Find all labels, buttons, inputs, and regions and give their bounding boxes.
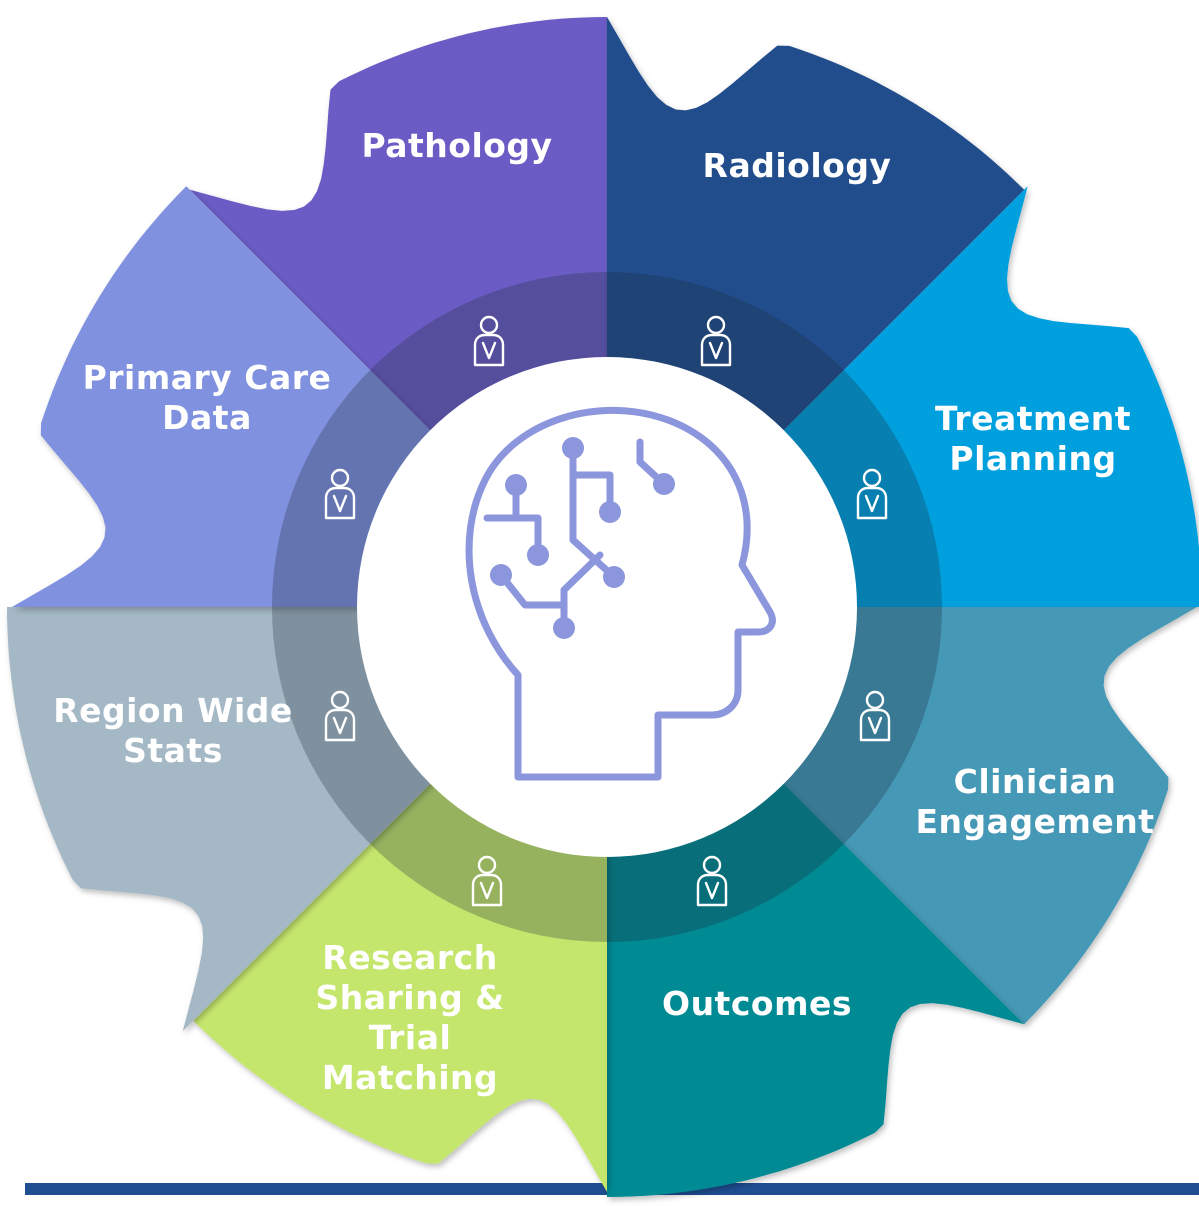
label-line: Primary Care	[83, 358, 332, 397]
person-icon	[696, 855, 728, 907]
label-line: Stats	[123, 731, 223, 770]
center-circle	[357, 357, 857, 857]
person-icon	[324, 468, 356, 520]
label-line: Data	[162, 398, 252, 437]
label-line: Sharing &	[316, 978, 505, 1017]
label-line: Treatment	[935, 399, 1131, 438]
person-icon	[856, 468, 888, 520]
label-line: Research	[322, 938, 497, 977]
person-icon	[324, 690, 356, 742]
label-line: Clinician	[954, 762, 1117, 801]
label-pathology: Pathology	[361, 126, 552, 165]
label-radiology: Radiology	[703, 146, 892, 185]
label-line: Pathology	[361, 126, 552, 165]
label-line: Trial	[369, 1018, 452, 1057]
ring-icons	[324, 315, 891, 907]
person-icon	[700, 315, 732, 367]
label-line: Radiology	[703, 146, 892, 185]
label-outcomes: Outcomes	[662, 984, 852, 1023]
label-line: Region Wide	[53, 691, 293, 730]
label-line: Engagement	[916, 802, 1155, 841]
label-line: Outcomes	[662, 984, 852, 1023]
head-circuit-icon	[465, 406, 776, 781]
person-icon	[473, 315, 505, 367]
label-line: Planning	[949, 439, 1116, 478]
person-icon	[859, 690, 891, 742]
person-icon	[471, 855, 503, 907]
label-line: Matching	[322, 1058, 498, 1097]
